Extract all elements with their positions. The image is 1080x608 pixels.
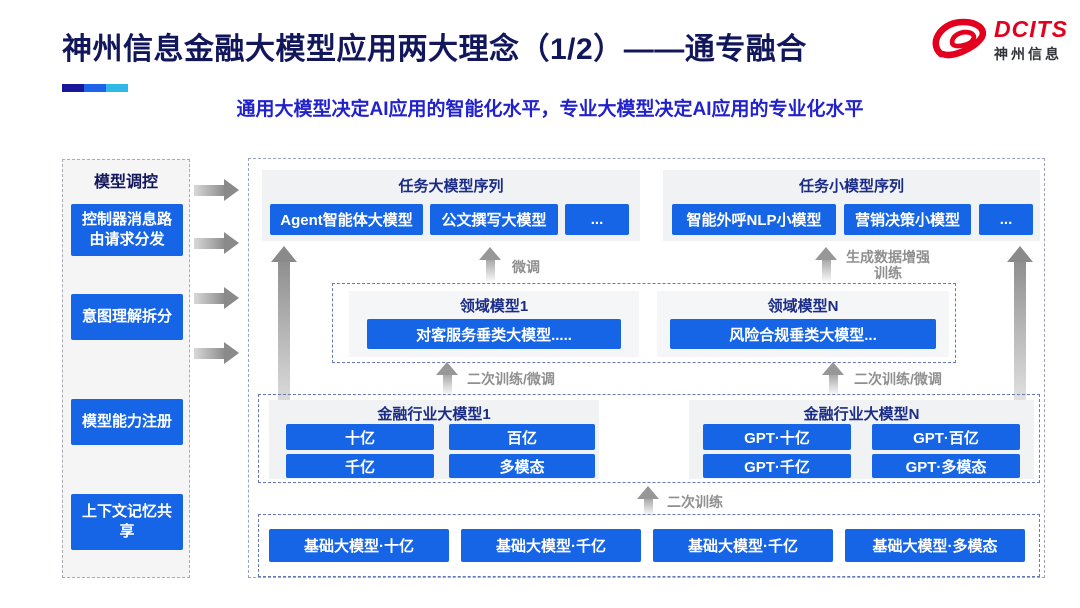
domain-models-frame: 领域模型1 对客服务垂类大模型..... 领域模型N 风险合规垂类大模型... [332,283,956,363]
domain-chip-customer-service: 对客服务垂类大模型..... [367,319,621,349]
finetune-label: 微调 [512,259,540,275]
group-title: 任务大模型序列 [398,178,504,195]
industry-chip: 百亿 [449,424,595,450]
industry-chip: 多模态 [449,454,595,478]
model-control-panel: 模型调控 控制器消息路由请求分发 意图理解拆分 模型能力注册 上下文记忆共享 [62,159,190,578]
gendata-training-label: 生成数据增强训练 [846,249,930,282]
arrow-up-gendata-icon [815,247,837,283]
group-title: 领域模型1 [459,298,529,315]
sidebar-item-registry: 模型能力注册 [71,399,183,445]
arrow-up-retrain-icon [637,486,659,516]
base-model-chip: 基础大模型·十亿 [269,529,449,562]
industry-chip: GPT·千亿 [703,454,851,478]
group-title: 任务小模型序列 [798,178,904,195]
accent-bar [62,84,128,92]
page-title: 神州信息金融大模型应用两大理念（1/2）——通专融合 [62,33,807,66]
accent-segment-navy [62,84,84,92]
group-title: 领域模型N [767,298,839,315]
domain-model-1-group: 领域模型1 对客服务垂类大模型..... [349,291,639,357]
group-title: 金融行业大模型N [803,406,920,423]
task-chip-marketing: 营销决策小模型 [844,204,971,235]
arrow-up-finetune-icon [479,247,501,283]
domain-model-n-group: 领域模型N 风险合规垂类大模型... [657,291,949,357]
task-chip-agent: Agent智能体大模型 [270,204,423,235]
retrain-finetune-left-label: 二次训练/微调 [467,371,555,387]
arrow-right-icon [194,338,239,368]
task-large-model-group: 任务大模型序列 Agent智能体大模型 公文撰写大模型 ... [262,170,640,241]
task-chip-more: ... [565,204,629,235]
industry-chip: GPT·百亿 [872,424,1020,450]
accent-segment-blue [84,84,106,92]
dcits-swoosh-icon [932,18,987,59]
base-model-chip: 基础大模型·多模态 [845,529,1025,562]
page-subtitle: 通用大模型决定AI应用的智能化水平，专业大模型决定AI应用的专业化水平 [236,99,864,120]
task-small-model-group: 任务小模型序列 智能外呼NLP小模型 营销决策小模型 ... [663,170,1040,241]
retrain-finetune-right-label: 二次训练/微调 [854,371,942,387]
domain-chip-risk-compliance: 风险合规垂类大模型... [670,319,936,349]
logo-cn-text: 神州信息 [994,46,1062,62]
group-title: 金融行业大模型1 [377,406,491,423]
sidebar-item-context: 上下文记忆共享 [71,494,183,550]
task-chip-more: ... [979,204,1033,235]
arrow-right-icon [194,283,239,313]
industry-chip: GPT·十亿 [703,424,851,450]
sidebar-item-intent: 意图理解拆分 [71,294,183,340]
retrain-label: 二次训练 [667,494,723,510]
industry-model-n-group: 金融行业大模型N GPT·十亿 GPT·百亿 GPT·千亿 GPT·多模态 [689,400,1034,479]
task-chip-nlp: 智能外呼NLP小模型 [672,204,836,235]
industry-chip: 十亿 [286,424,434,450]
industry-chip: 千亿 [286,454,434,478]
arrow-up-retrain-left-icon [436,362,458,396]
logo-brand-text: DCITS [994,16,1068,42]
arrow-right-icon [194,175,239,205]
industry-model-1-group: 金融行业大模型1 十亿 百亿 千亿 多模态 [269,400,599,479]
arrow-right-icon [194,228,239,258]
base-model-chip: 基础大模型·千亿 [461,529,641,562]
industry-chip: GPT·多模态 [872,454,1020,478]
base-model-chip: 基础大模型·千亿 [653,529,833,562]
model-architecture-frame [248,158,1045,578]
industry-models-frame: 金融行业大模型1 十亿 百亿 千亿 多模态 金融行业大模型N GPT·十亿 GP… [258,394,1040,483]
sidebar-item-router: 控制器消息路由请求分发 [71,204,183,256]
base-models-frame: 基础大模型·十亿 基础大模型·千亿 基础大模型·千亿 基础大模型·多模态 [258,514,1040,577]
task-chip-document: 公文撰写大模型 [430,204,558,235]
sidebar-header: 模型调控 [93,174,158,191]
accent-segment-cyan [106,84,128,92]
logo: DCITS 神州信息 [928,16,1068,66]
arrow-up-retrain-right-icon [822,362,844,396]
